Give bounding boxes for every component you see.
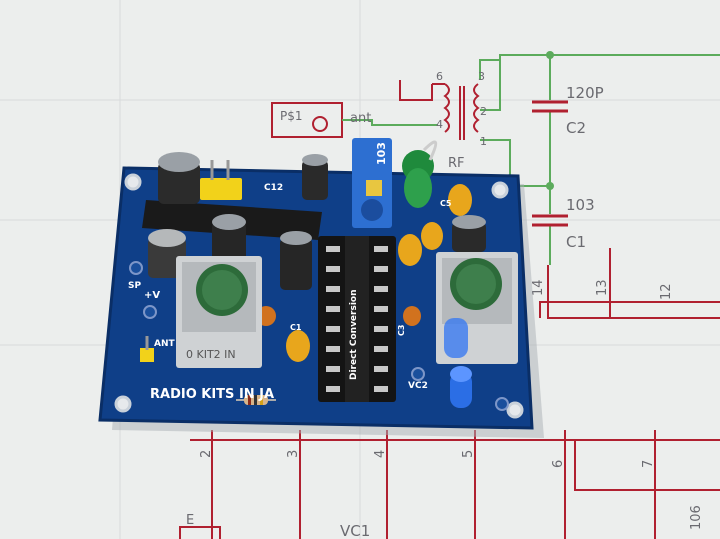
electrolytic-capacitor-lower <box>280 231 312 290</box>
electrolytic-capacitor-c12 <box>302 154 328 200</box>
header-pins <box>210 160 230 180</box>
ic-socket-pins <box>326 246 388 392</box>
silk-c1-label: C1 <box>290 323 302 332</box>
ic-pin-6-label: 6 <box>551 460 566 468</box>
blue-led <box>450 366 472 408</box>
silk-c12-label: C12 <box>264 183 283 193</box>
transformer-pin-3: 3 <box>478 70 485 83</box>
ant-pin <box>140 336 154 362</box>
coil-marking: 0 KIT2 IN <box>186 348 236 361</box>
left-if-coil-can <box>176 256 262 368</box>
schematic-bottom-mid-label: VC1 <box>340 522 370 539</box>
antenna-port-symbol <box>312 116 328 132</box>
electrolytic-capacitor-right <box>452 215 486 252</box>
capacitor-c1-name: C1 <box>566 233 586 251</box>
yellow-pin-header <box>200 178 242 200</box>
ic-pin-2-label: 2 <box>199 450 214 458</box>
ic-pin-7-label: 7 <box>641 460 656 468</box>
schematic-junctions <box>546 51 554 190</box>
capacitor-c2-name: C2 <box>566 119 586 137</box>
schematic-ant-label: ant <box>350 111 371 126</box>
capacitor-c2-value: 120P <box>566 84 604 102</box>
capacitor-c2-symbol <box>532 100 568 113</box>
ic-socket <box>318 236 396 402</box>
schematic-wires-green <box>342 54 720 265</box>
schematic-part-label: P$1 <box>280 109 303 123</box>
capacitor-c1-symbol <box>532 214 568 227</box>
blue-trimpot <box>352 138 392 228</box>
electrolytic-capacitor-mid <box>212 214 246 262</box>
ic-pin-4-label: 4 <box>373 450 388 458</box>
schematic-wires-red <box>179 80 720 539</box>
ic-pin-5-label: 5 <box>461 450 476 458</box>
schematic-bottom-right-label: 106 <box>689 505 704 530</box>
silk-plus-v-label: +V <box>144 290 160 301</box>
transformer-pin-4: 4 <box>436 118 443 131</box>
silk-sp-label: SP <box>128 281 141 291</box>
resistor <box>236 395 276 405</box>
ic-pin-12-label: 12 <box>659 283 674 300</box>
silk-c5-label: C5 <box>440 199 452 208</box>
silk-c3-label: C3 <box>397 325 406 336</box>
transformer-pin-2: 2 <box>480 105 487 118</box>
silk-vc2-label: VC2 <box>408 381 428 391</box>
ic-pin-14-label: 14 <box>531 279 546 296</box>
capacitor-c1-value: 103 <box>566 196 595 214</box>
blue-led-reflection <box>444 318 468 358</box>
schematic-rf-label: RF <box>448 156 465 171</box>
ic-pin-13-label: 13 <box>595 279 610 296</box>
ic-pin-3-label: 3 <box>286 450 301 458</box>
transformer-symbol <box>443 83 480 140</box>
silk-product-name: Direct Conversion <box>349 289 359 380</box>
transformer-pin-6: 6 <box>436 70 443 83</box>
silk-brand: RADIO KITS IN JA <box>150 387 274 402</box>
schematic-bottom-left-label: E <box>186 513 194 528</box>
trimpot-marking: 103 <box>375 142 388 165</box>
silk-ant-label: ANT <box>154 339 175 349</box>
electrolytic-capacitor-large <box>158 152 200 204</box>
mounting-holes <box>114 173 524 419</box>
solder-pads <box>129 261 509 411</box>
green-rf-coil <box>402 140 438 208</box>
transformer-pin-1: 1 <box>480 135 487 148</box>
